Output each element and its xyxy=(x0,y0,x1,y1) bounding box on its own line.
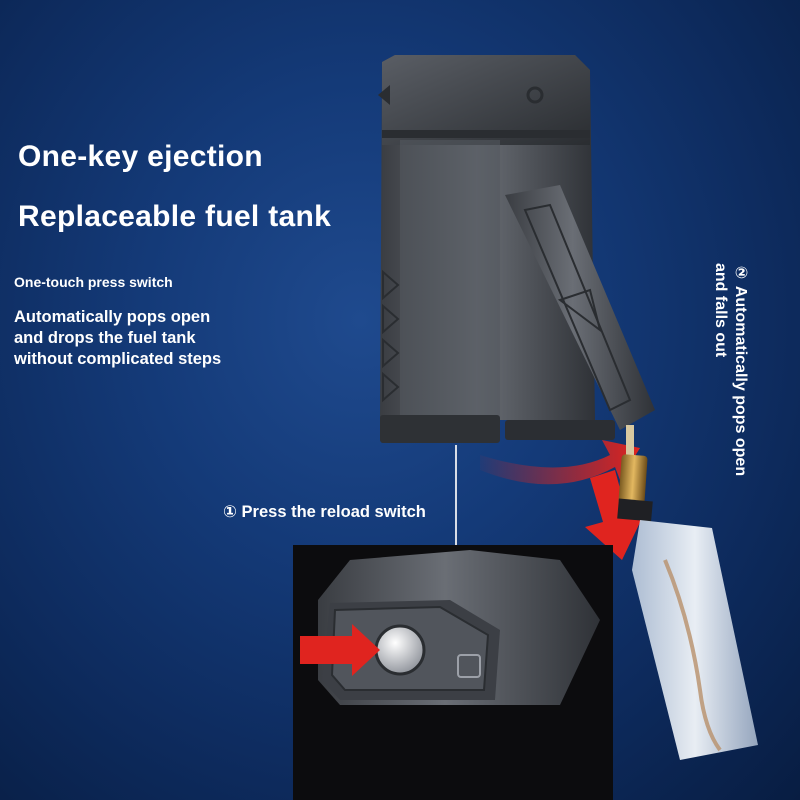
closeup-inset xyxy=(293,545,613,800)
description-line: and drops the fuel tank xyxy=(14,329,196,347)
tank-holder xyxy=(505,185,655,440)
red-arrow-icon xyxy=(585,470,645,560)
headline-fuel-tank: Replaceable fuel tank xyxy=(18,200,332,233)
step1-caption: ① Press the reload switch xyxy=(223,503,426,521)
brand-emblem-icon xyxy=(457,654,481,678)
description-line: Automatically pops open xyxy=(14,308,211,326)
step2-line2: and falls out xyxy=(712,263,729,358)
step2-line1: ② Automatically pops open xyxy=(732,263,749,477)
callout-connector xyxy=(455,445,457,545)
description-line: without complicated steps xyxy=(14,350,222,368)
headline-ejection: One-key ejection xyxy=(18,140,263,173)
red-arrow-icon xyxy=(300,624,380,676)
reload-switch-icon xyxy=(374,624,426,676)
sub-title: One-touch press switch xyxy=(14,274,173,290)
lighter-body xyxy=(378,55,595,443)
red-arrow-icon xyxy=(480,440,640,485)
fuel-tank xyxy=(617,425,758,760)
